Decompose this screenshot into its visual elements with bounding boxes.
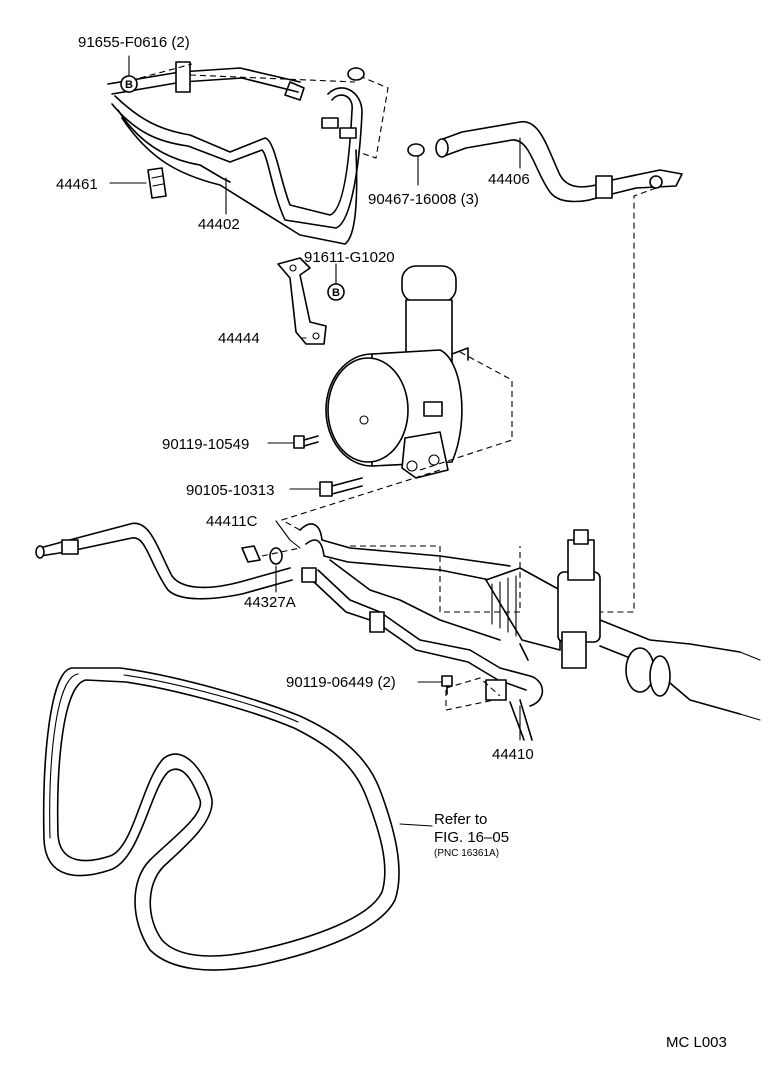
svg-text:B: B: [332, 287, 340, 299]
return-tube-lower: [35, 522, 293, 600]
svg-text:B: B: [125, 79, 133, 91]
tube-clamp: [339, 127, 357, 139]
clip-44461: [147, 167, 167, 199]
refer-fig-label: FIG. 16–05: [434, 829, 509, 846]
label-91611-g1020: 91611-G1020: [304, 249, 395, 266]
label-44444: 44444: [218, 330, 260, 347]
refer-pnc-label: (PNC 16361A): [434, 848, 499, 859]
label-90119-10549: 90119-10549: [162, 436, 249, 453]
bolt-90119-06449: [441, 675, 453, 695]
refer-to-label: Refer to: [434, 811, 487, 828]
bolt-90119-10549: [293, 435, 319, 449]
steering-gear: [485, 529, 761, 721]
return-hose-44406: [435, 121, 683, 203]
tube-bracket: [175, 61, 191, 93]
tube-clamp: [321, 117, 339, 129]
vane-pump: [325, 265, 469, 479]
union-44411C: [241, 545, 301, 565]
label-44406: 44406: [488, 171, 530, 188]
label-90119-06449: 90119-06449 (2): [286, 674, 396, 691]
label-44461: 44461: [56, 176, 98, 193]
v-ribbed-belt: [42, 667, 400, 971]
badge-b-mid: B: [327, 283, 345, 301]
pressure-line-44410: [299, 523, 544, 741]
label-44402: 44402: [198, 216, 240, 233]
bolt-90105-10313: [319, 477, 363, 497]
pressure-tube-44402: [107, 61, 363, 245]
label-44327a: 44327A: [244, 594, 296, 611]
bracket-44444: [277, 257, 327, 345]
clamp-90467: [347, 67, 425, 157]
figure-code: MC L003: [666, 1034, 727, 1051]
label-90467-16008: 90467-16008 (3): [368, 191, 479, 208]
leader-lines: [109, 55, 521, 827]
label-44410: 44410: [492, 746, 534, 763]
label-44411c: 44411C: [206, 513, 258, 530]
badge-b-top: B: [120, 75, 138, 93]
label-91655-f0616: 91655-F0616 (2): [78, 34, 190, 51]
label-90105-10313: 90105-10313: [186, 482, 274, 499]
